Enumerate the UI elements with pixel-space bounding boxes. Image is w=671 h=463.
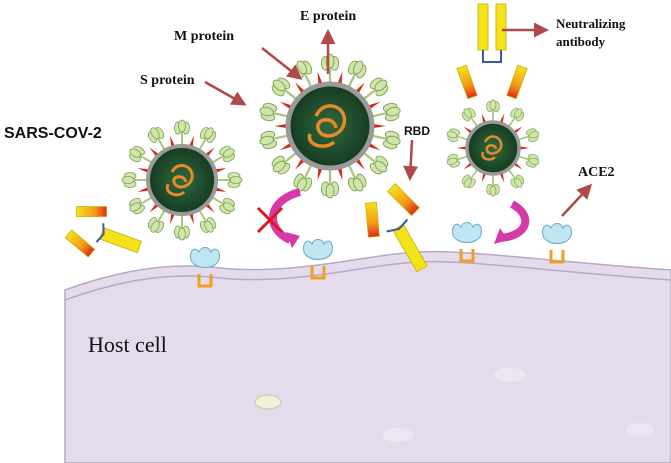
arrow-m-protein: [261, 47, 303, 80]
spike-protein: [173, 119, 191, 147]
antibody: [64, 206, 142, 258]
virus-particle: [256, 52, 404, 200]
curved-arrowhead: [494, 228, 508, 244]
arrow-s-protein: [204, 80, 247, 106]
label-virus: SARS-COV-2: [4, 125, 102, 142]
spike-protein: [320, 52, 340, 86]
host-cell: [64, 250, 671, 463]
block-x-icon: [256, 206, 284, 234]
label-neutralizing-2: antibody: [556, 34, 606, 49]
label-rbd: RBD: [404, 124, 430, 138]
virus-particle: [121, 119, 243, 241]
label-e-protein: E protein: [300, 9, 356, 24]
vesicle: [494, 368, 526, 382]
arrow-ace2: [561, 183, 593, 217]
curved-arrow: [499, 200, 530, 242]
spike-protein: [173, 213, 191, 241]
label-neutralizing-1: Neutralizing: [556, 16, 626, 31]
spike-protein: [121, 171, 149, 189]
ace2-receptor: [190, 247, 220, 288]
ace2-receptor: [452, 222, 482, 263]
vesicle: [626, 423, 654, 437]
virus-particle: [444, 99, 542, 197]
label-s-protein: S protein: [140, 73, 195, 88]
ace2-receptor: [303, 239, 333, 280]
vesicle: [382, 428, 414, 442]
spike-protein: [215, 171, 243, 189]
label-host-cell: Host cell: [88, 332, 167, 357]
cell-membrane-inner: [64, 260, 671, 301]
antibody: [456, 3, 528, 100]
label-ace2: ACE2: [578, 165, 615, 180]
spike-protein: [485, 99, 501, 123]
label-m-protein: M protein: [174, 29, 234, 44]
spike-protein: [320, 166, 340, 200]
curved-arrow: [269, 188, 302, 244]
curved-arrowhead: [286, 232, 300, 248]
ace2-receptor: [542, 223, 572, 264]
vesicle: [254, 394, 282, 410]
spike-protein: [485, 173, 501, 197]
antibody: [365, 183, 428, 273]
arrow-rbd: [403, 139, 419, 181]
